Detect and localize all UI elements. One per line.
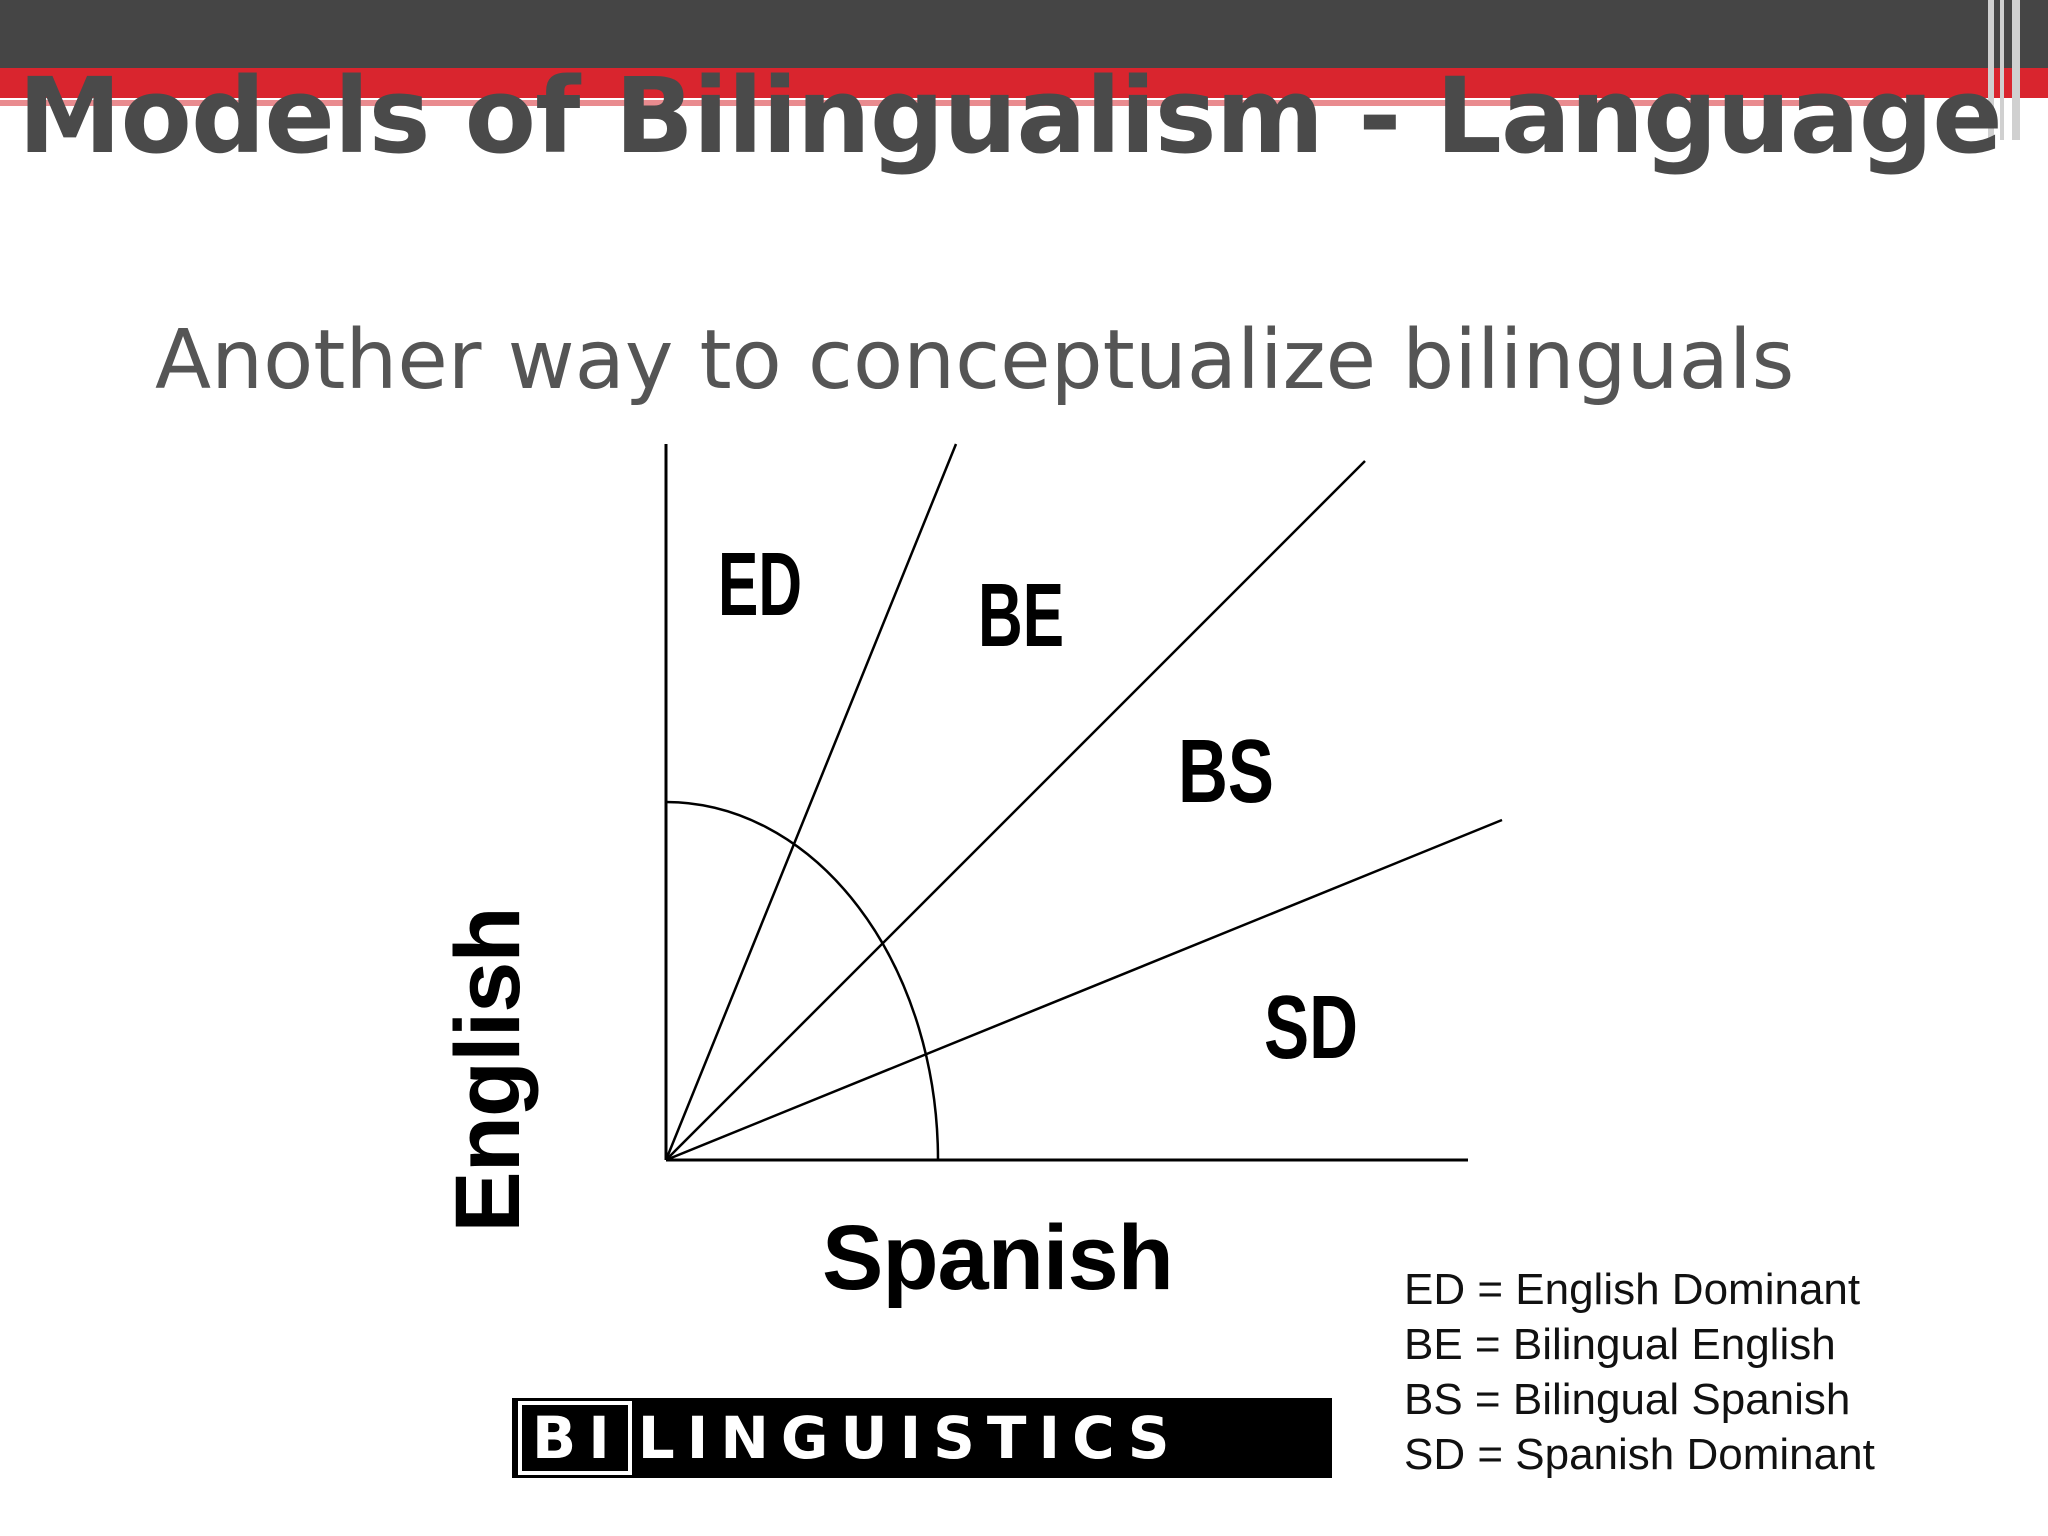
legend: ED = English Dominant BE = Bilingual Eng… [1404, 1262, 1875, 1482]
region-label-ed: ED [718, 535, 802, 635]
balance-arc [665, 800, 940, 1161]
divider-line-bs-sd [665, 818, 1503, 1162]
header-accent-line [0, 100, 1900, 106]
legend-item-sd: SD = Spanish Dominant [1404, 1430, 1875, 1479]
logo-rest: LINGUISTICS [637, 1404, 1182, 1472]
legend-item-be: BE = Bilingual English [1404, 1320, 1836, 1369]
header-edge-stripe [1988, 0, 1994, 140]
region-label-bs: BS [1178, 722, 1274, 822]
header-edge-stripe [2000, 0, 2004, 140]
header-dark-bar [0, 0, 2048, 68]
y-axis-label: English [437, 907, 539, 1233]
region-label-sd: SD [1264, 978, 1358, 1078]
slide-subtitle: Another way to conceptualize bilinguals [155, 313, 1795, 408]
legend-item-bs: BS = Bilingual Spanish [1404, 1375, 1851, 1424]
divider-line-be-bs [665, 460, 1366, 1161]
x-axis-label: Spanish [822, 1207, 1174, 1309]
slide-title: Models of Bilingualism - Language [18, 55, 2003, 177]
logo-bi-box: BI [518, 1401, 632, 1475]
header-red-bar [0, 68, 2048, 98]
legend-item-ed: ED = English Dominant [1404, 1265, 1861, 1314]
region-label-be: BE [978, 566, 1064, 666]
header-edge-stripe [2012, 0, 2020, 140]
divider-line-ed-be [664, 443, 958, 1161]
